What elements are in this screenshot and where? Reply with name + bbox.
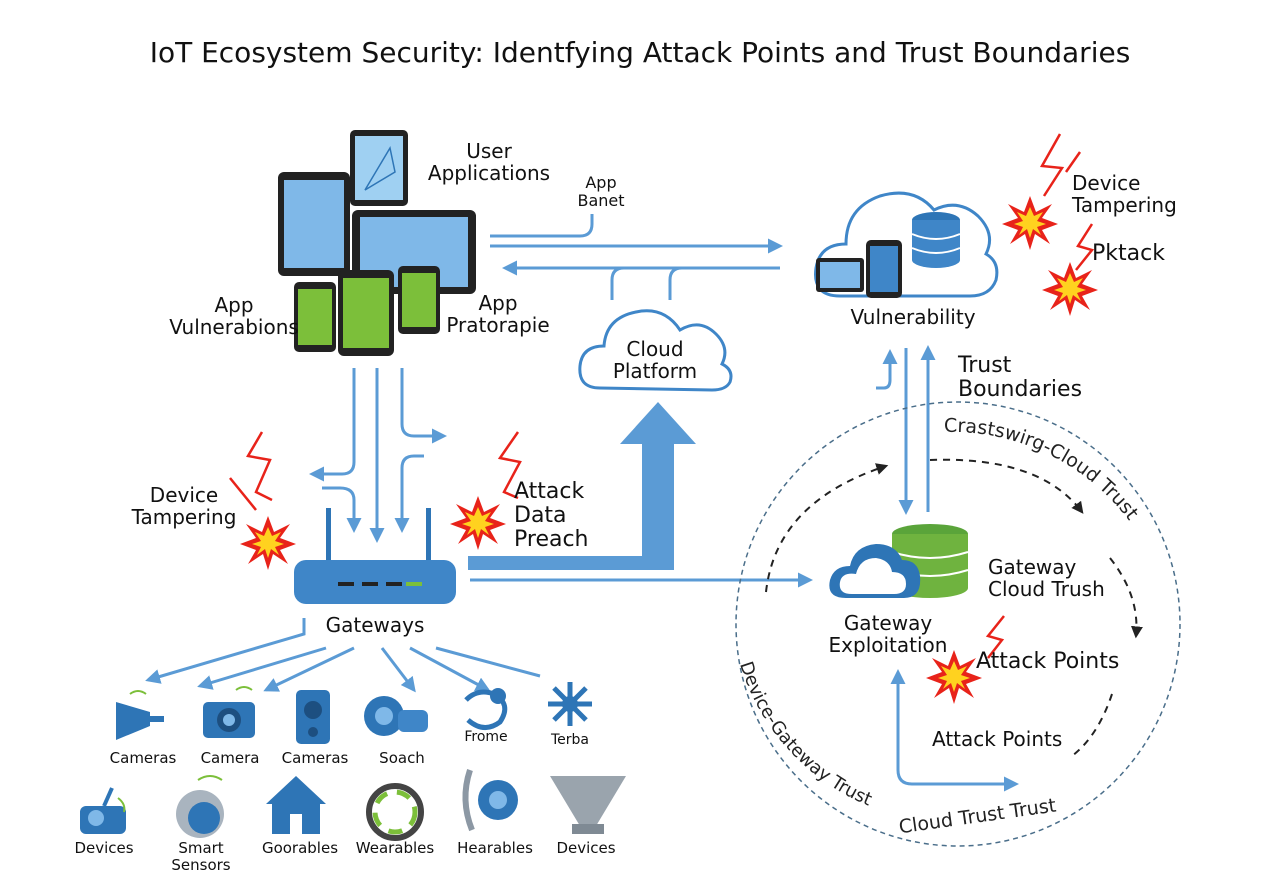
label-attack-data-preach: Attack Data Preach [514, 479, 614, 553]
page-title: IoT Ecosystem Security: Identfying Attac… [149, 36, 1131, 69]
label-line: Cloud Trush [988, 577, 1105, 601]
label-device-tampering-top: Device Tampering [1072, 172, 1212, 216]
label-gateway-cloud-trush: Gateway Cloud Trush [988, 556, 1128, 600]
device-icons-row2 [80, 769, 626, 841]
smart-sensor-icon [176, 775, 224, 838]
arc-label-cloud-trust-trust: Cloud Trust Trust [898, 794, 1058, 838]
label-line: Vulnerabions [169, 315, 299, 339]
label-line: Tampering [131, 505, 237, 529]
device-label: Devices [556, 839, 616, 857]
device-label: Smart Sensors [171, 839, 231, 874]
device-label: Hearables [457, 839, 533, 857]
label-user-applications: User Applications [426, 140, 552, 184]
label-line: Gateway [843, 611, 933, 635]
label-line: Device [149, 483, 219, 507]
label-line: Boundaries [958, 377, 1083, 403]
label-pktack: Pktack [1092, 241, 1165, 266]
device-label: Terba [550, 732, 589, 748]
label-app-vulnerabions: App Vulnerabions [164, 294, 304, 338]
security-camera-icon [364, 696, 428, 736]
label-line: Platform [612, 359, 698, 383]
label-gateways: Gateways [325, 613, 425, 637]
user-applications-devices [278, 130, 476, 356]
inner-trust-arrows [765, 458, 1143, 757]
hearable-icon [464, 688, 508, 730]
label-attack-points-secondary: Attack Points [932, 727, 1063, 751]
label-trust-boundaries: Trust Boundaries [958, 353, 1108, 403]
hearable-icon [462, 769, 518, 832]
label-line: Banet [577, 190, 625, 210]
camera-icon [203, 686, 255, 738]
lightning-bolts [229, 133, 1095, 659]
device-label: Cameras [281, 749, 349, 767]
device-label: Camera [200, 749, 260, 767]
home-icon [266, 776, 326, 834]
label-line: Applications [427, 161, 551, 185]
trust-boundary-arrows [876, 345, 936, 515]
device-icons-row1 [116, 682, 592, 744]
hub-icon [548, 682, 592, 726]
label-line: App [214, 293, 254, 317]
label-line: Preach [514, 527, 589, 553]
vulnerability-cloud [814, 191, 999, 298]
camera-icon [116, 690, 164, 740]
app-cloud-arrows [490, 214, 783, 300]
gateway-router [294, 508, 456, 604]
label-line: Gateway [988, 555, 1077, 579]
label-line: Data [514, 503, 567, 529]
label-line: Trust [958, 353, 1012, 378]
gateway-to-cloud-arrow [468, 402, 696, 570]
label-line: Cloud [626, 337, 684, 361]
label-line: Device [1072, 171, 1141, 195]
device-label: Cameras [109, 749, 177, 767]
gateway-cloud-cluster [829, 524, 969, 598]
gateways-fanout [145, 618, 541, 693]
robot-device-icon [80, 787, 126, 834]
label-app-pratorapie: App Pratorapie [440, 292, 556, 336]
device-label: Frome [464, 729, 508, 745]
attack-points-arrow [890, 669, 1019, 792]
label-cloud-platform: Cloud Platform [596, 338, 714, 382]
device-label: Goorables [261, 839, 339, 857]
label-line: Attack [514, 479, 585, 504]
speaker-cone-icon [550, 776, 626, 834]
arc-label-cloud-trust: Crastswirg-Cloud Trust [944, 415, 1143, 524]
label-line: Pratorapie [446, 313, 550, 337]
label-line: Exploitation [828, 633, 948, 657]
label-line: App [478, 291, 518, 315]
label-attack-points-primary: Attack Points [976, 649, 1120, 674]
device-label: Wearables [355, 839, 435, 857]
device-label: Soach [379, 749, 425, 767]
arc-label-device-gateway-trust: Device-Gateway Trust [735, 659, 875, 810]
camera-icon [296, 690, 330, 744]
label-line: User [466, 139, 512, 163]
cloud-platform-shape [578, 309, 733, 392]
label-app-banet: App Banet [566, 174, 636, 209]
label-gateway-exploitation: Gateway Exploitation [820, 612, 956, 656]
label-device-tampering-left: Device Tampering [124, 484, 244, 528]
label-line: Tampering [1072, 193, 1177, 217]
apps-to-gateway-arrows [309, 368, 447, 543]
label-line: App [585, 173, 617, 192]
device-label: Devices [74, 839, 134, 857]
label-vulnerability: Vulnerability [850, 305, 976, 329]
wearable-ring-icon [366, 783, 424, 841]
trust-boundary-circle [735, 401, 1181, 847]
